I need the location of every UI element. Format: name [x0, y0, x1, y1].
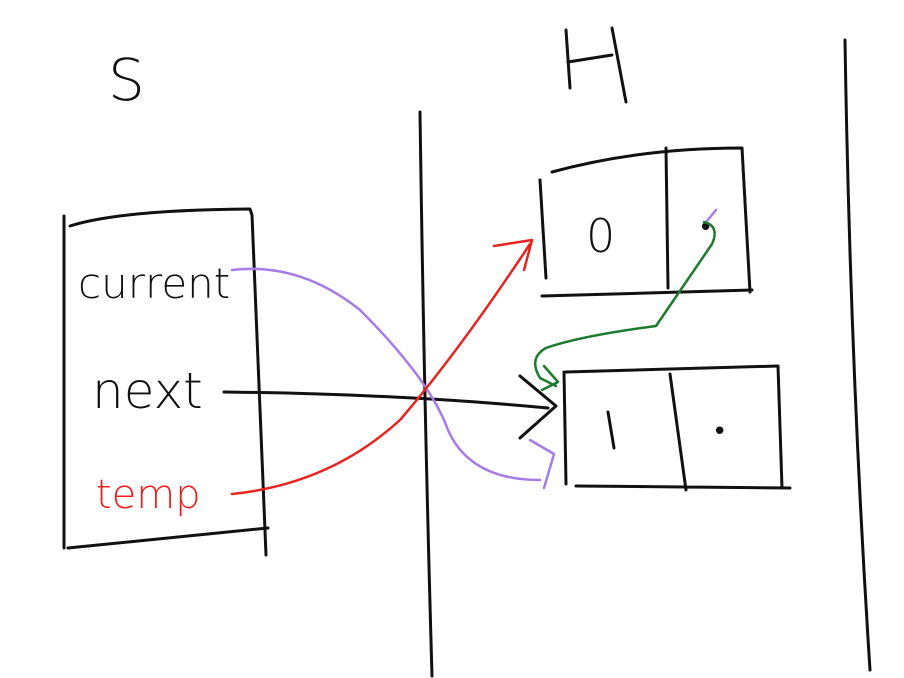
temp-pointer-arrow	[230, 238, 534, 496]
var-next: next	[92, 362, 203, 420]
node-0-pointer: •	[698, 213, 713, 243]
var-current: current	[78, 259, 230, 308]
var-temp: temp	[96, 472, 201, 518]
heap-title: H	[0, 0, 628, 104]
current-pointer-arrow	[230, 208, 718, 490]
link-pointer-arrow	[533, 220, 716, 392]
node-1-value: 1	[0, 0, 1, 1]
node-1-pointer: •	[712, 417, 727, 447]
next-pointer-arrow	[222, 374, 558, 440]
svg-text:H: H	[0, 0, 1, 1]
stack-frame	[62, 207, 270, 557]
stack-title: S	[108, 46, 145, 114]
stack-heap-divider	[418, 110, 434, 678]
heap-node-1: 1 •	[0, 0, 792, 492]
node-1-value-stroke	[606, 410, 616, 450]
heap-right-boundary	[843, 38, 872, 672]
node-0-value: 0	[586, 209, 615, 263]
heap-node-0: 0 •	[538, 146, 754, 298]
